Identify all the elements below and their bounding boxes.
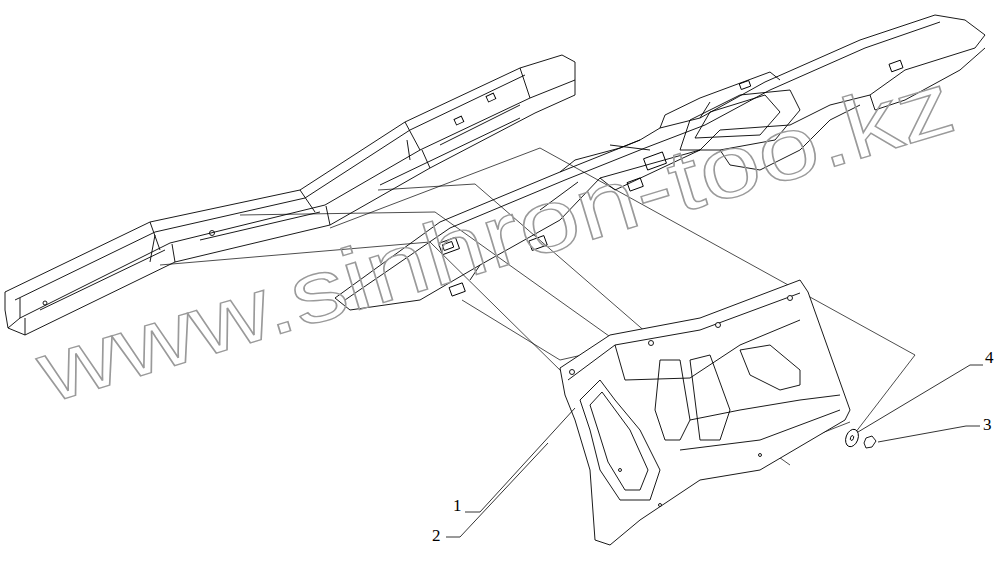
- callout-number: 1: [453, 497, 462, 514]
- callout-number: 2: [432, 527, 441, 544]
- leader-lines: [446, 365, 983, 537]
- callout-number: 4: [985, 349, 994, 366]
- callout-number: 3: [983, 416, 992, 433]
- lower-shield: [560, 280, 850, 545]
